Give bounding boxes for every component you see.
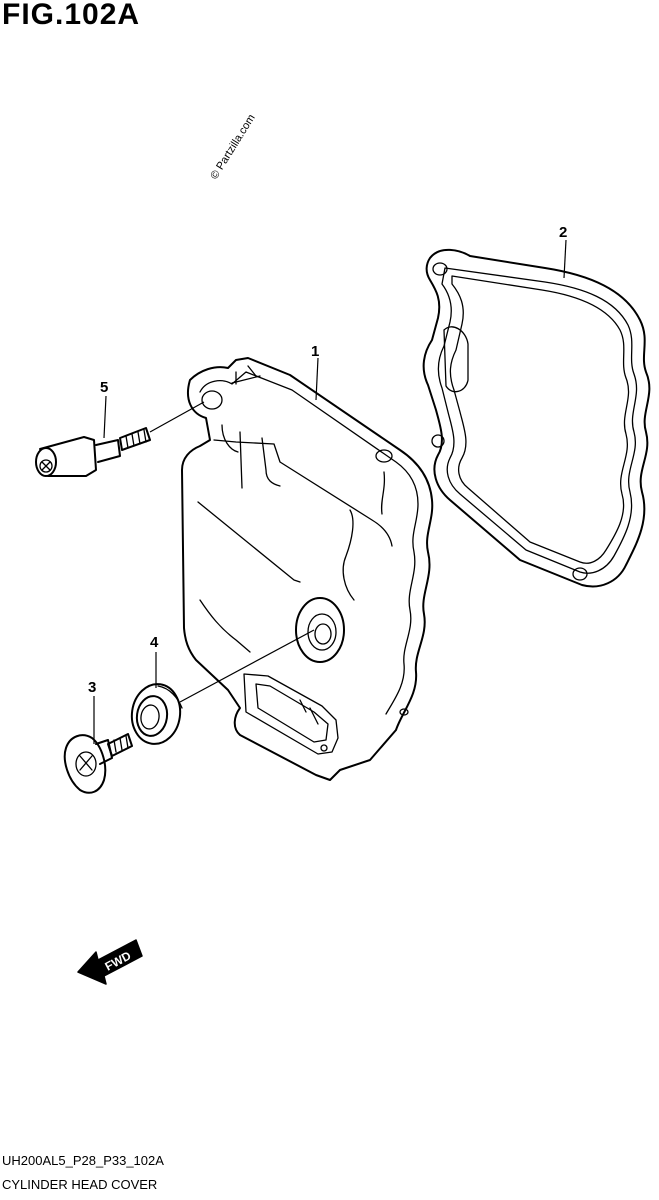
callout-5: 5 [100, 379, 108, 439]
callout-4: 4 [150, 634, 159, 688]
callout-2: 2 [559, 224, 567, 279]
callout-1: 1 [311, 343, 319, 401]
gasket-part[interactable] [422, 248, 651, 588]
assembly-line-bolt-upper [149, 401, 205, 433]
cylinder-head-cover-part[interactable] [181, 357, 434, 781]
callout-number-4: 4 [150, 634, 159, 651]
callout-3: 3 [88, 679, 96, 744]
bolt-lower-part[interactable] [63, 733, 133, 794]
fwd-arrow-icon: FWD [77, 939, 143, 985]
callout-number-5: 5 [100, 379, 108, 396]
callout-number-3: 3 [88, 679, 96, 696]
callout-number-1: 1 [311, 343, 319, 360]
figure-title: FIG.102A [2, 0, 141, 31]
figure-caption: CYLINDER HEAD COVER [2, 1177, 158, 1192]
washer-part[interactable] [128, 681, 184, 747]
figure-code: UH200AL5_P28_P33_102A [2, 1153, 164, 1168]
callout-number-2: 2 [559, 224, 567, 241]
bolt-upper-part[interactable] [35, 427, 151, 477]
assembly-line-washer [179, 629, 315, 703]
watermark: © Partzilla.com [208, 112, 257, 181]
